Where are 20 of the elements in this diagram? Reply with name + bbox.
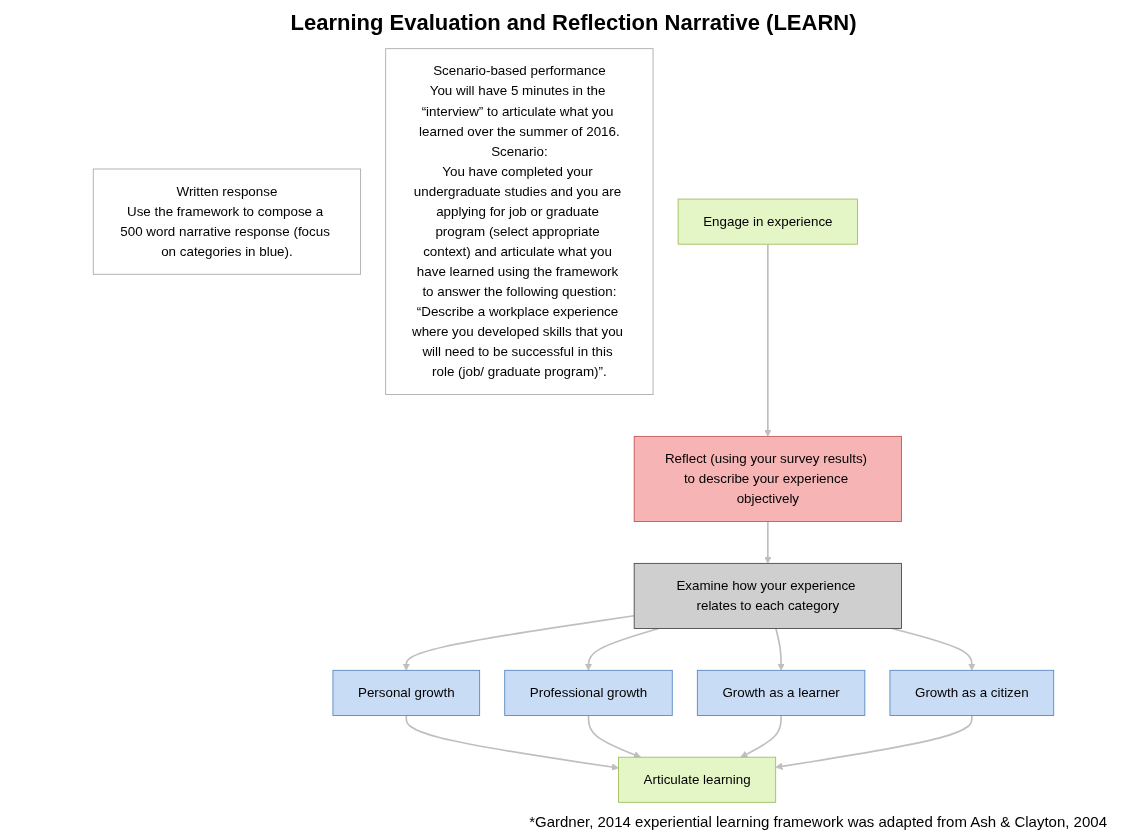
node-box: Growth as a citizen	[889, 669, 1055, 716]
arrow	[587, 714, 642, 759]
node-box: Professional growth	[504, 669, 673, 716]
diagram-title: Learning Evaluation and Reflection Narrative (LEARN)	[290, 10, 857, 36]
node-box: Articulate learning	[618, 756, 777, 803]
arrow	[740, 714, 782, 758]
arrow	[764, 243, 772, 437]
arrow	[764, 520, 772, 564]
arrow	[775, 627, 785, 671]
node-box: Examine how your experience relates to each category	[633, 562, 902, 629]
node-box: Personal growth	[332, 669, 481, 716]
arrow	[402, 614, 635, 671]
footnote-text: *Gardner, 2014 experiential learning framework was adapted from Ash & Clayton, 2004	[529, 813, 1107, 830]
node-box: Reflect (using your survey results) to describe your experience objectively	[633, 435, 902, 522]
arrow	[775, 714, 973, 770]
node-box: Growth as a learner	[696, 669, 866, 716]
arrow	[405, 714, 619, 771]
node-box: Scenario-based performance You will have 5 minutes in the “interview” to articulate what you learned over the summer of 2016. Scenario: You have completed your undergraduate studies and you are applying for job or graduate program (select appropriate context) and articulate what you have learned using the framework to answer the following question: “Describe a workplace experience where you developed skills that you will need to be successful in this role (job/ graduate program)”.	[385, 48, 654, 395]
node-box: Engage in experience	[677, 198, 858, 245]
node-box: Written response Use the framework to compose a 500 word narrative response (focus on categories in blue).	[92, 168, 362, 275]
